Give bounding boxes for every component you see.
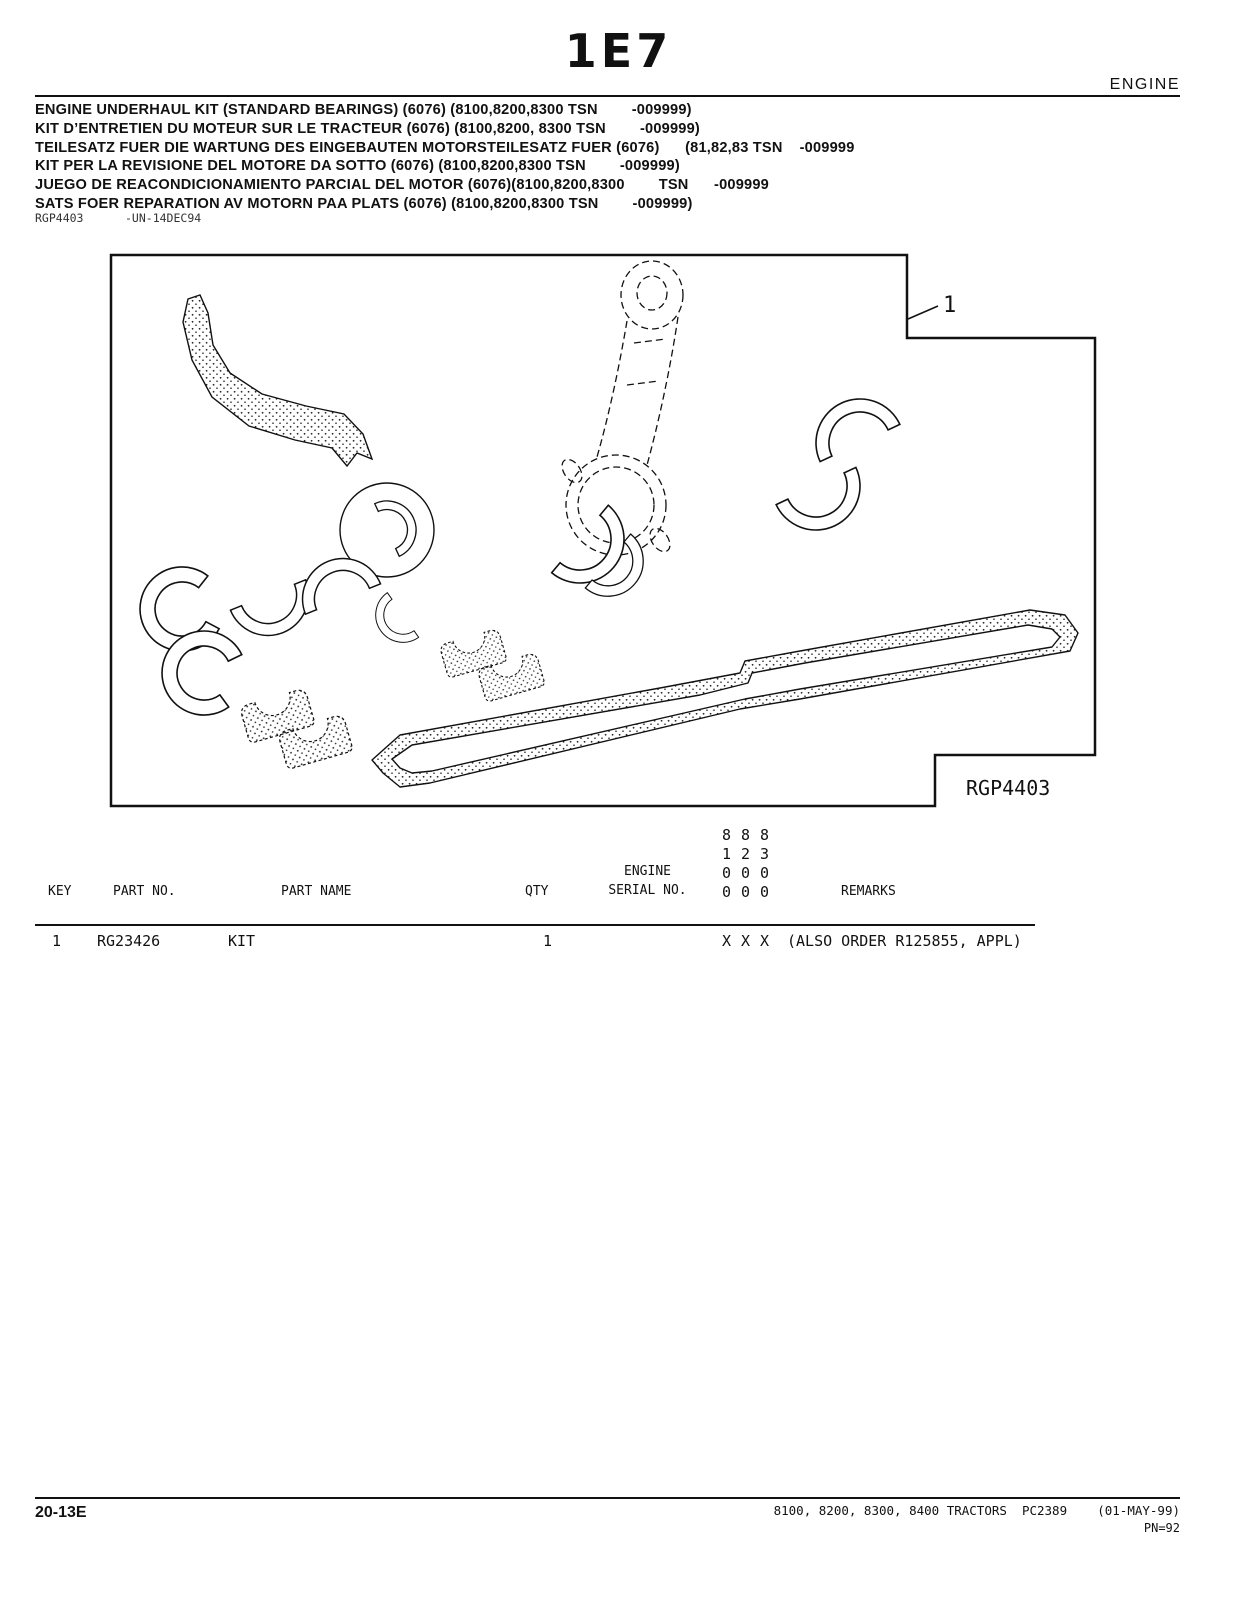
column-header-key: KEY (48, 884, 72, 899)
parts-diagram: 1 RGP4403 (109, 253, 1097, 808)
kit-title-block: ENGINE UNDERHAUL KIT (STANDARD BEARINGS)… (35, 101, 855, 214)
rod-bearing-shells (550, 504, 659, 612)
column-header-part-no: PART NO. (113, 884, 176, 899)
footer-catalog-line: 8100, 8200, 8300, 8400 TRACTORS PC2389 (… (773, 1503, 1180, 1518)
column-header-part-name: PART NAME (281, 884, 352, 899)
row-part-no: RG23426 (97, 932, 161, 950)
figure-image-code: RGP4403 (966, 776, 1050, 800)
callout-leader-line (907, 305, 939, 320)
figure-border (109, 253, 1097, 808)
kit-title-sv: SATS FOER REPARATION AV MOTORN PAA PLATS… (35, 195, 693, 212)
kit-title-de: TEILESATZ FUER DIE WARTUNG DES EINGEBAUT… (35, 139, 855, 156)
main-bearing-shells-left (229, 545, 420, 654)
serial-column-8300: 8 3 0 0 (759, 826, 770, 901)
engine-serial-columns: 8 1 0 0 8 2 0 0 8 3 0 0 (717, 826, 774, 902)
callout-1: 1 (943, 293, 956, 318)
page-section-code: 1E7 (564, 24, 673, 78)
thrust-washers (131, 560, 247, 723)
serial-no-column-label: SERIAL NO. (608, 883, 687, 898)
row-serial-marks: X X X (717, 932, 774, 950)
engine-column-label: ENGINE (624, 864, 671, 879)
figure-ref-note: RGP4403 -UN-14DEC94 (35, 211, 202, 225)
serial-mark-8200: X (740, 932, 751, 950)
kit-title-fr: KIT D’ENTRETIEN DU MOTEUR SUR LE TRACTEU… (35, 120, 700, 137)
kit-title-es: JUEGO DE REACONDICIONAMIENTO PARCIAL DEL… (35, 177, 769, 194)
footer-page-code: 20-13E (35, 1504, 87, 1521)
section-label: ENGINE (1109, 76, 1180, 93)
serial-mark-8300: X (759, 932, 770, 950)
serial-column-8200: 8 2 0 0 (740, 826, 751, 901)
header-rule (35, 95, 1180, 97)
footer-pn: PN=92 (1143, 1521, 1180, 1535)
row-remarks: (ALSO ORDER R125855, APPL) (787, 932, 1022, 950)
main-bearing-shells-right (775, 383, 901, 546)
serial-column-8100: 8 1 0 0 (721, 826, 732, 901)
column-header-remarks: REMARKS (841, 884, 896, 899)
kit-title-en: ENGINE UNDERHAUL KIT (STANDARD BEARINGS)… (35, 102, 692, 118)
row-qty: 1 (543, 932, 553, 950)
column-header-qty: QTY (525, 884, 549, 899)
row-key: 1 (52, 932, 62, 950)
kit-title-it: KIT PER LA REVISIONE DEL MOTORE DA SOTTO… (35, 158, 680, 175)
oil-pan-gasket (371, 609, 1079, 788)
connecting-rod (561, 260, 684, 556)
row-part-name: KIT (228, 932, 256, 950)
front-seal-gasket-strip (182, 294, 374, 468)
bearing-detail-circle (339, 482, 435, 578)
table-header-rule (35, 924, 1035, 926)
footer-rule (35, 1497, 1180, 1499)
serial-mark-8100: X (721, 932, 732, 950)
